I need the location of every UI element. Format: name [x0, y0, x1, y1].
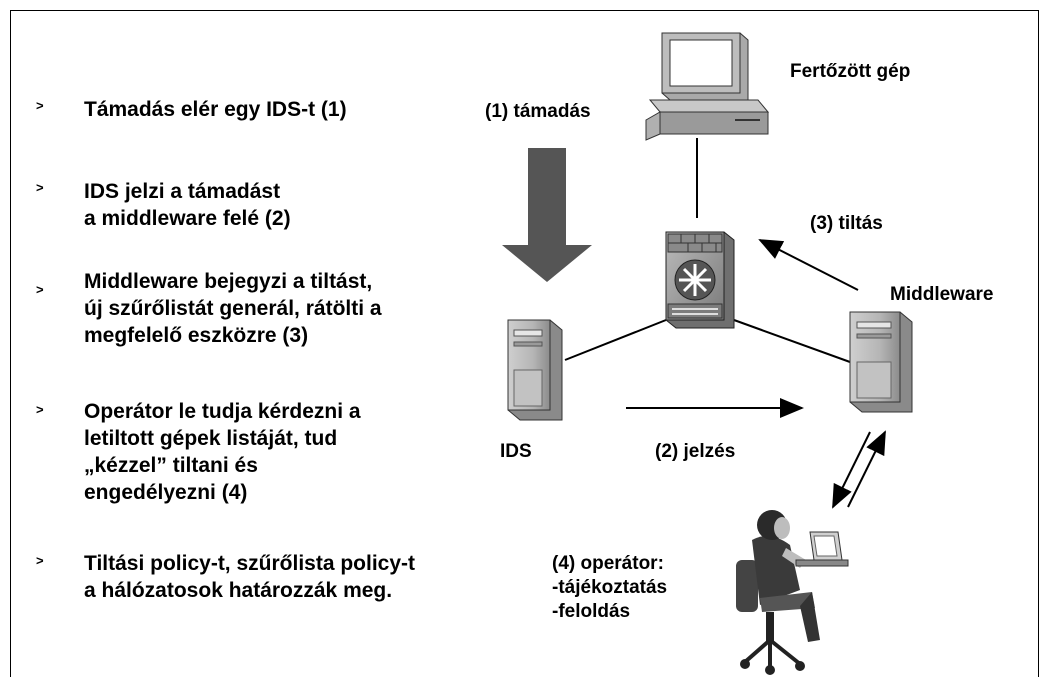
bullet-marker-3: >: [36, 282, 44, 297]
bullet-text-5: Tiltási policy-t, szűrőlista policy-t a …: [84, 552, 416, 602]
middleware-server-icon: [849, 311, 913, 413]
signal-label: (2) jelzés: [655, 441, 736, 462]
attack-arrow: [502, 148, 592, 282]
bullet-marker-5: >: [36, 553, 44, 568]
operator-person-icon: [736, 510, 849, 675]
infected-machine-label: Fertőzött gép: [790, 61, 911, 82]
operator-arrow-down: [832, 431, 871, 509]
bullet-text-4: Operátor le tudja kérdezni a letiltott g…: [84, 400, 361, 504]
operator-arrow-up: [847, 430, 886, 508]
operator-label: (4) operátor: -tájékoztatás -feloldás: [552, 553, 668, 622]
bullet-text-2: IDS jelzi a támadást a middleware felé (…: [84, 180, 291, 230]
bullet-text-1: Támadás elér egy IDS-t (1): [84, 98, 347, 121]
router-icon: [665, 231, 735, 329]
bullet-marker-4: >: [36, 402, 44, 417]
slide-frame: [10, 10, 1039, 677]
infected-computer-icon: [645, 32, 770, 141]
attack-label: (1) támadás: [485, 101, 591, 122]
network-links: [564, 138, 851, 363]
bullet-text-3: Middleware bejegyzi a tiltást, új szűről…: [84, 270, 382, 347]
ban-label: (3) tiltás: [810, 213, 883, 234]
bullet-marker-2: >: [36, 180, 44, 195]
bullet-marker-1: >: [36, 98, 44, 113]
ids-label: IDS: [500, 441, 532, 462]
ids-server-icon: [507, 319, 563, 421]
middleware-label: Middleware: [890, 284, 994, 305]
ban-arrow: [758, 239, 859, 291]
